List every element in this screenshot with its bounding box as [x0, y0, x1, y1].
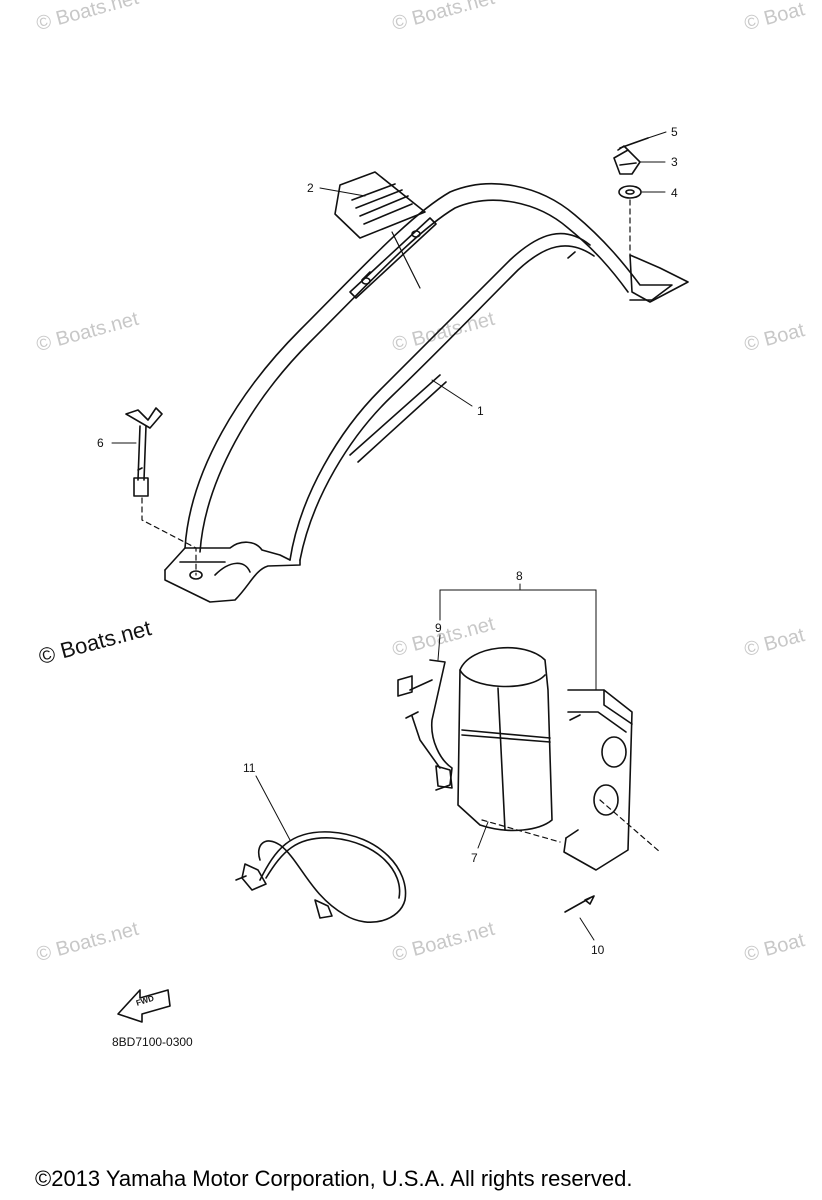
part-8-bracket	[563, 689, 633, 871]
part-11-cable	[235, 831, 407, 923]
part-9-strap	[397, 659, 453, 791]
callout-9: 9	[435, 621, 442, 635]
callout-7: 7	[471, 851, 478, 865]
part-2-label	[334, 171, 426, 289]
part-4-washer	[618, 185, 642, 199]
callout-5: 5	[671, 125, 678, 139]
diagram-code: 8BD7100-0300	[112, 1035, 193, 1049]
callout-3: 3	[671, 155, 678, 169]
callout-6: 6	[97, 436, 104, 450]
part-1-tank-strap	[164, 182, 689, 603]
fwd-label: FWD	[135, 994, 155, 1008]
copyright-notice: ©2013 Yamaha Motor Corporation, U.S.A. A…	[35, 1166, 633, 1191]
part-5-pin	[617, 137, 649, 151]
part-7-battery-box	[457, 646, 553, 832]
callout-10: 10	[591, 943, 605, 957]
callout-1: 1	[477, 404, 484, 418]
part-10-rivet	[564, 895, 595, 913]
callout-4: 4	[671, 186, 678, 200]
callout-2: 2	[307, 181, 314, 195]
part-6-bolt	[125, 407, 163, 497]
fwd-arrow-icon	[117, 989, 171, 1023]
callout-11: 11	[243, 761, 256, 775]
part-3-wing-nut	[613, 149, 641, 175]
callout-8: 8	[516, 569, 523, 583]
